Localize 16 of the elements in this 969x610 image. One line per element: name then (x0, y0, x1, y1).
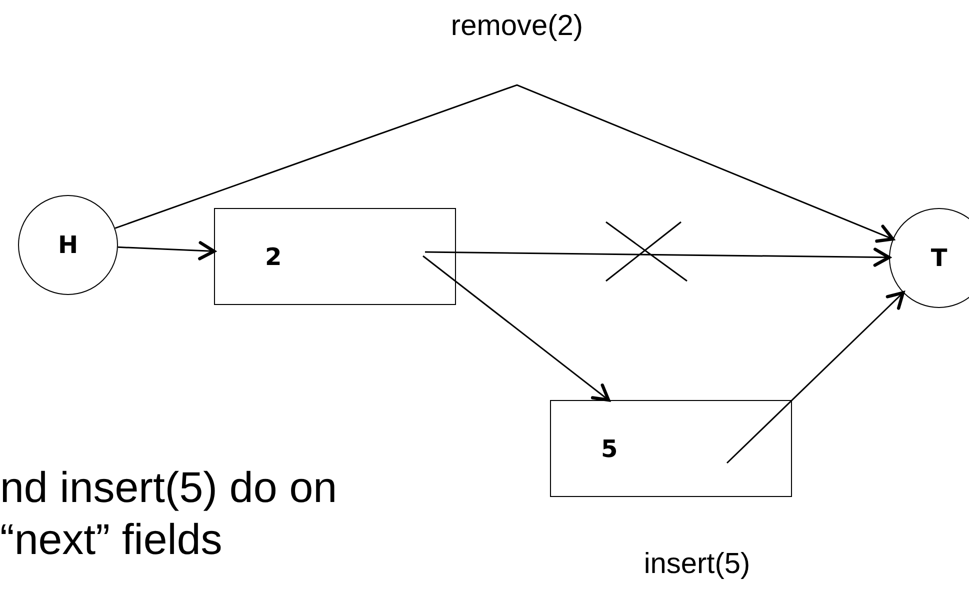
node-value: H (58, 233, 78, 257)
pointer-node-circle (889, 208, 969, 308)
list-node-box (550, 400, 792, 497)
arrow (425, 248, 891, 267)
arrow (726, 291, 905, 464)
node-value: T (930, 246, 948, 270)
pointer-node-circle (18, 195, 118, 295)
node-value: 5 (601, 436, 618, 460)
operation-label: remove(2) (450, 10, 584, 43)
list-node-box (214, 208, 456, 305)
arrow (422, 255, 610, 402)
node-value: 2 (265, 244, 282, 268)
note-text: nd insert(5) do on “next” fields (0, 463, 338, 566)
arrow (118, 241, 216, 260)
arrow (114, 84, 894, 243)
operation-label: insert(5) (644, 548, 750, 581)
